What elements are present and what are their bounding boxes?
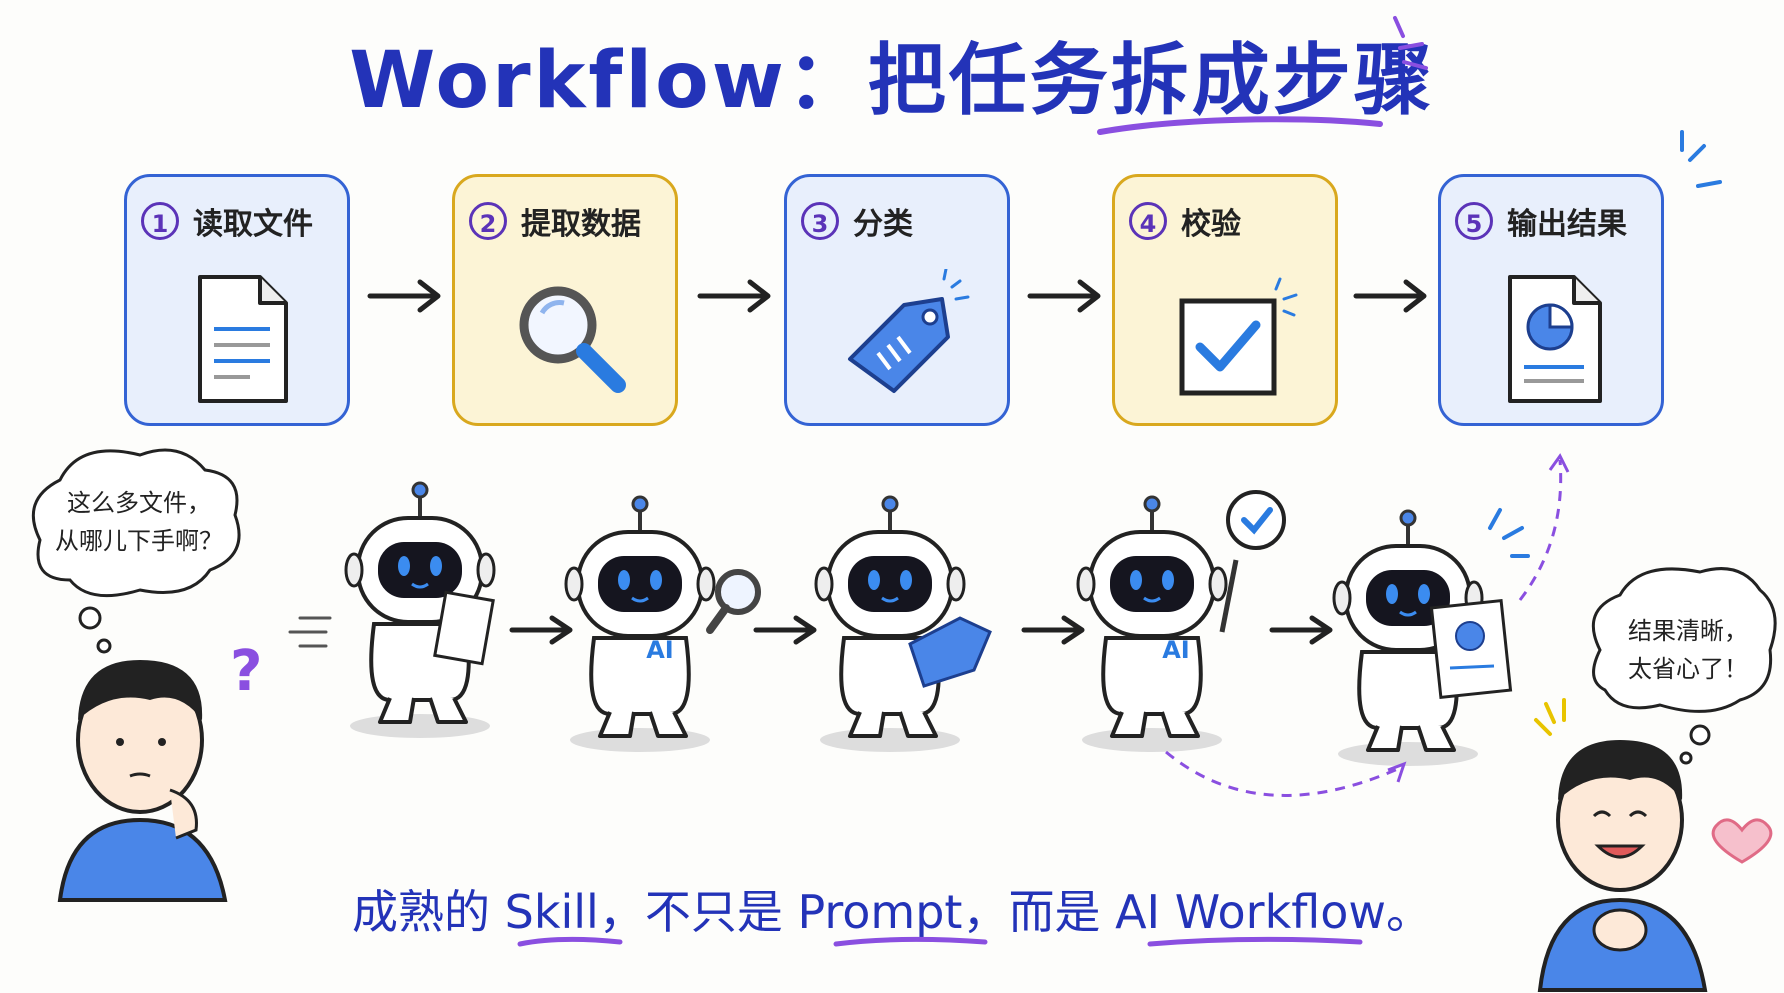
step-validate: 4 校验 <box>1112 174 1338 426</box>
robot-badge: AI <box>1162 636 1190 664</box>
arrow-right-icon <box>1353 279 1427 313</box>
arrow-right-icon <box>509 615 573 645</box>
robot-searching-icon <box>564 495 761 754</box>
step-label: 分类 <box>853 207 913 242</box>
step-output-result: 5 输出结果 <box>1438 174 1664 426</box>
step-number: 1 <box>141 202 179 240</box>
arrow-right-icon <box>1269 615 1333 645</box>
tagline-highlight-workflow: AI Workflow <box>1115 885 1386 939</box>
step-label: 读取文件 <box>193 207 313 242</box>
robot-checking-icon <box>1076 490 1286 754</box>
step-classify: 3 分类 <box>784 174 1010 426</box>
tagline-part: 成熟的 <box>352 885 505 939</box>
document-icon <box>198 275 288 403</box>
tagline: 成熟的 Skill，不只是 Prompt，而是 AI Workflow。 <box>0 876 1784 942</box>
question-mark-icon: ? <box>230 639 262 704</box>
step-number: 5 <box>1455 202 1493 240</box>
heart-icon <box>1711 818 1773 864</box>
robot-reporting-icon <box>1332 509 1513 768</box>
robot-badge: AI <box>646 636 674 664</box>
arrow-right-icon <box>697 279 771 313</box>
tag-icon <box>848 269 970 393</box>
checkbox-icon <box>1179 277 1298 396</box>
page-title: Workflow：把任务拆成步骤 <box>349 36 1435 126</box>
right-bubble-text: 结果清晰， 太省心了！ <box>1628 617 1748 683</box>
tagline-highlight-skill: Skill <box>504 885 599 939</box>
report-icon <box>1508 275 1602 403</box>
tagline-part: ，而是 <box>962 885 1116 939</box>
left-bubble-text: 这么多文件， 从哪儿下手啊？ <box>55 489 223 555</box>
arrow-right-icon <box>1021 615 1085 645</box>
step-extract-data: 2 提取数据 <box>452 174 678 426</box>
step-label: 提取数据 <box>521 207 641 242</box>
tagline-part: 。 <box>1385 885 1432 939</box>
thought-bubble-icon <box>1591 567 1777 713</box>
step-label: 校验 <box>1181 207 1241 242</box>
thought-bubble-icon <box>31 448 241 598</box>
arrow-right-icon <box>753 615 817 645</box>
tagline-highlight-prompt: Prompt <box>797 885 963 939</box>
step-label: 输出结果 <box>1507 207 1627 242</box>
step-number: 3 <box>801 202 839 240</box>
step-number: 4 <box>1129 202 1167 240</box>
robot-reading-icon <box>288 481 496 740</box>
step-number: 2 <box>469 202 507 240</box>
arrow-right-icon <box>1027 279 1101 313</box>
arrow-right-icon <box>367 279 441 313</box>
step-read-file: 1 读取文件 <box>124 174 350 426</box>
tagline-part: ，不只是 <box>598 885 798 939</box>
magnifier-icon <box>519 286 626 393</box>
robot-tagging-icon <box>814 495 992 754</box>
